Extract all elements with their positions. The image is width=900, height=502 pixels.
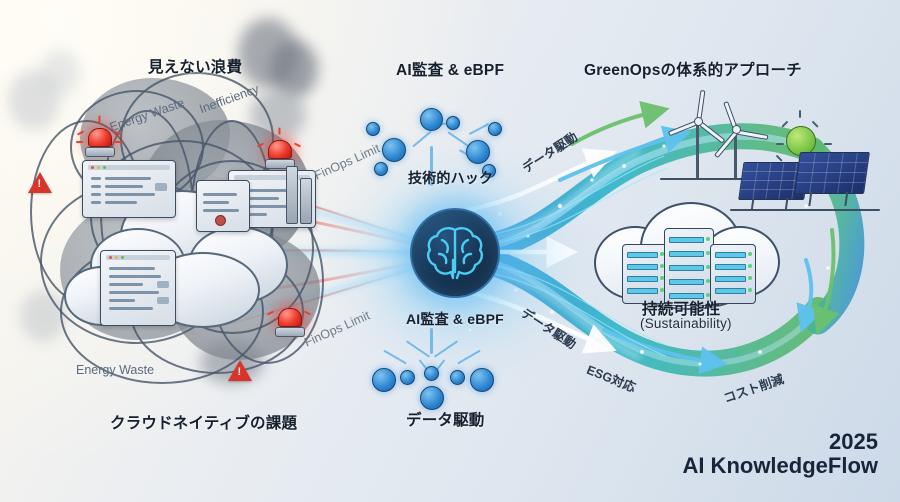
document-icon: [100, 250, 176, 326]
brain-icon: [410, 208, 500, 298]
center-section-caption: データ駆動: [406, 412, 485, 429]
document-icon: [196, 180, 250, 232]
right-section-title: GreenOpsの体系的アプローチ: [584, 62, 802, 79]
smoke-icon: [270, 40, 318, 98]
factory-icon: [286, 166, 298, 224]
data-driven-label-upper: データ駆動: [520, 129, 581, 176]
smoke-icon: [40, 50, 80, 96]
data-center-cloud-icon: [588, 196, 782, 314]
branding-name: AI KnowledgeFlow: [682, 453, 878, 479]
ground-line: [730, 209, 880, 211]
sustainability-label-jp: 持続可能性: [642, 301, 721, 318]
server-rack-icon: [622, 244, 668, 304]
brain-glyph: [427, 227, 483, 280]
warning-triangle-icon: !: [228, 360, 252, 381]
center-bottom-label: AI監査 & eBPF: [406, 311, 504, 327]
data-driven-label-lower: データ駆動: [518, 305, 579, 352]
energy-waste-label-bottom: Energy Waste: [76, 363, 155, 377]
siren-icon: [256, 127, 302, 169]
solar-panel-icon: [792, 152, 870, 208]
node-network-icon: [358, 104, 506, 186]
server-rack-icon: [664, 228, 714, 306]
left-section-caption: クラウドネイティブの課題: [110, 415, 298, 432]
warning-triangle-icon: !: [28, 172, 52, 193]
factory-icon: [300, 178, 312, 224]
ground-line: [660, 178, 782, 180]
cost-reduction-label: コスト削減: [721, 372, 786, 406]
document-icon: [82, 160, 176, 218]
esg-label: ESG対応: [584, 362, 638, 396]
smoke-icon: [8, 70, 60, 130]
center-section-title: AI監査 & eBPF: [396, 62, 505, 79]
branding: 2025 AI KnowledgeFlow: [682, 430, 878, 478]
cloud-native-chaos-group: ! !: [0, 18, 370, 460]
wind-turbine-icon: [708, 101, 769, 180]
node-network-icon: [358, 328, 508, 410]
wind-turbine-icon: [667, 89, 728, 178]
technical-hack-label: 技術的ハック: [408, 170, 494, 186]
server-rack-icon: [710, 244, 756, 304]
siren-icon: [266, 308, 312, 337]
sustainability-label-en: (Sustainability): [640, 316, 732, 331]
siren-icon: [76, 115, 122, 157]
branding-year: 2025: [829, 429, 878, 454]
left-section-title: 見えない浪費: [148, 59, 243, 76]
